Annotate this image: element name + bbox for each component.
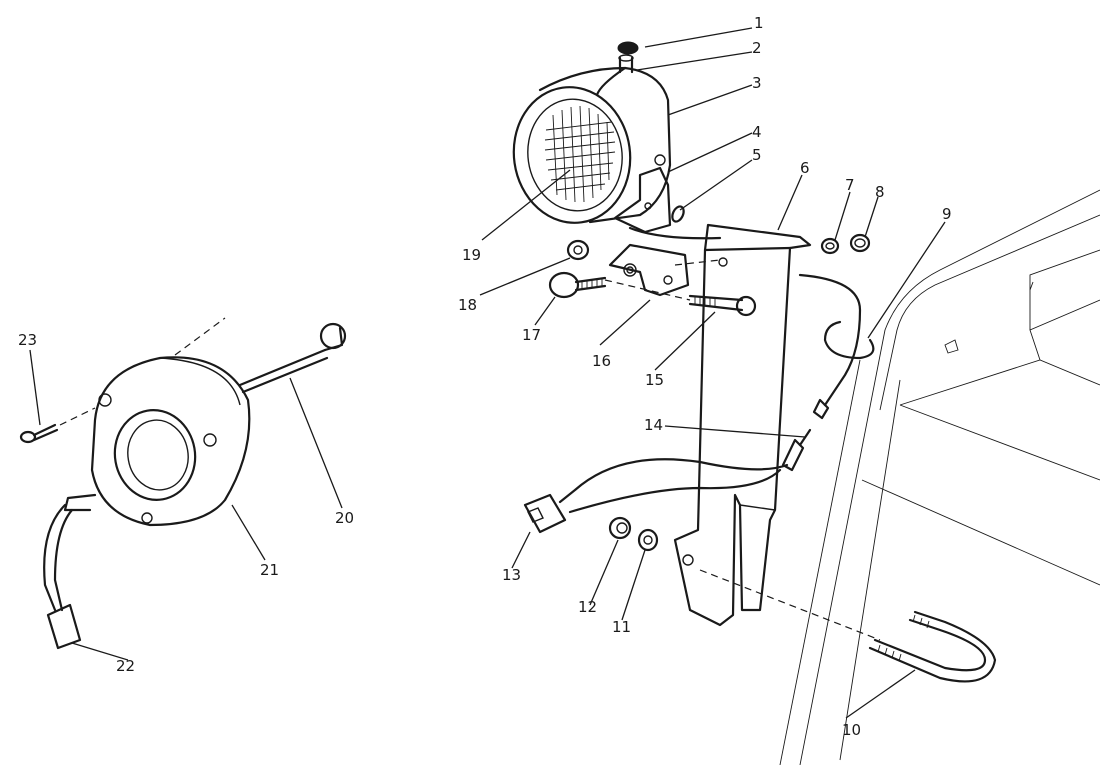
callout-6: 6 — [800, 159, 810, 177]
screw-23 — [19, 423, 59, 444]
mounting-post — [673, 223, 812, 627]
callout-2: 2 — [752, 39, 762, 57]
callout-20: 20 — [335, 509, 354, 527]
nut-washer-11-12 — [608, 516, 659, 552]
bolt-15 — [688, 294, 757, 317]
callout-9: 9 — [942, 205, 952, 223]
assembly-centerlines — [59, 259, 881, 641]
round-light-21 — [90, 356, 251, 527]
light-cable — [628, 226, 722, 240]
lock-nut-18 — [566, 239, 590, 261]
callout-15: 15 — [645, 371, 664, 389]
callout-14: 14 — [644, 416, 663, 434]
leader-lines — [29, 27, 946, 719]
callout-17: 17 — [522, 326, 541, 344]
callout-labels: 1 2 3 4 5 6 7 8 9 10 11 12 13 14 15 16 1… — [18, 14, 952, 739]
callout-22: 22 — [116, 657, 135, 675]
work-light-assembly — [512, 41, 685, 234]
washers-7-8 — [820, 233, 871, 255]
callout-8: 8 — [875, 183, 885, 201]
callout-7: 7 — [845, 176, 855, 194]
callout-16: 16 — [592, 352, 611, 370]
carriage-bolt-17 — [548, 271, 607, 299]
bolt-20 — [238, 322, 347, 394]
wire-harness — [523, 273, 875, 534]
callout-23: 23 — [18, 331, 37, 349]
callout-1: 1 — [754, 14, 764, 32]
connector-22 — [43, 493, 97, 650]
callout-12: 12 — [578, 598, 597, 616]
callout-3: 3 — [752, 74, 762, 92]
u-bolt-10 — [868, 610, 997, 683]
callout-10: 10 — [842, 721, 861, 739]
callout-19: 19 — [462, 246, 481, 264]
callout-18: 18 — [458, 296, 477, 314]
callout-11: 11 — [612, 618, 631, 636]
bracket-16 — [608, 243, 690, 297]
callout-13: 13 — [502, 566, 521, 584]
callout-5: 5 — [752, 146, 762, 164]
callout-21: 21 — [260, 561, 279, 579]
vehicle-body-outline — [779, 189, 1100, 765]
lens-grid — [544, 105, 616, 203]
callout-4: 4 — [752, 123, 762, 141]
